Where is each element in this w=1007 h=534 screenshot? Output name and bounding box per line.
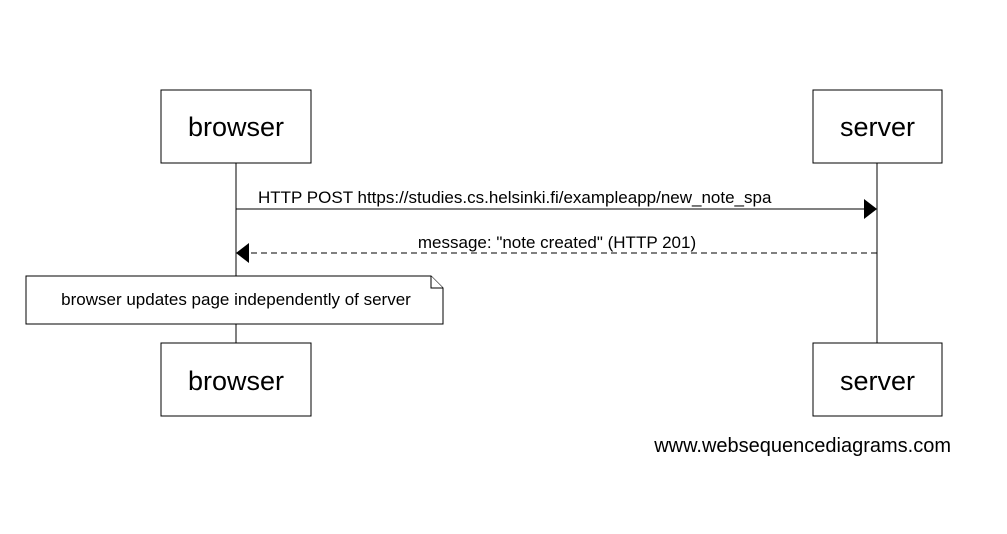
arrowhead-right-icon — [864, 199, 877, 219]
participant-box — [160, 342, 312, 417]
participant-label: browser — [188, 366, 284, 396]
participant-label: server — [840, 112, 915, 142]
participant-box — [812, 89, 943, 164]
participant-browser-bottom: browser — [160, 342, 312, 417]
participant-box — [160, 89, 312, 164]
arrowhead-left-icon — [236, 243, 249, 263]
participant-label: server — [840, 366, 915, 396]
participant-browser-top: browser — [160, 89, 312, 164]
note-browser: browser updates page independently of se… — [25, 275, 444, 325]
participant-server-top: server — [812, 89, 943, 164]
message-label: message: "note created" (HTTP 201) — [418, 233, 696, 252]
participant-box — [812, 342, 943, 417]
note-label: browser updates page independently of se… — [61, 290, 411, 309]
message-http-post: HTTP POST https://studies.cs.helsinki.fi… — [236, 188, 877, 219]
participant-label: browser — [188, 112, 284, 142]
message-label: HTTP POST https://studies.cs.helsinki.fi… — [258, 188, 772, 207]
note-box — [25, 275, 444, 325]
message-note-created: message: "note created" (HTTP 201) — [236, 233, 877, 263]
participant-server-bottom: server — [812, 342, 943, 417]
watermark: www.websequencediagrams.com — [653, 435, 951, 457]
note-fold-icon — [430, 276, 443, 289]
